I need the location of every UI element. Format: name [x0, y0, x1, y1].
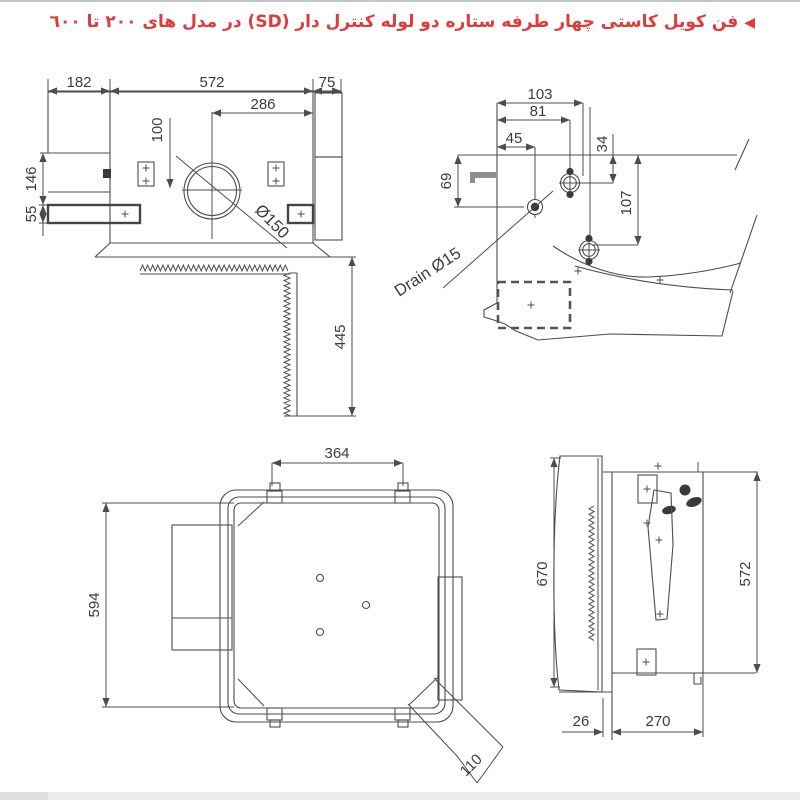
- drain-connection: [526, 198, 544, 216]
- pipe-stub-right: [286, 203, 315, 225]
- front-panel-profile: [553, 455, 603, 693]
- dim-110: 110: [457, 751, 486, 780]
- dim-69: 69: [438, 173, 455, 190]
- dim-594: 594: [86, 592, 103, 617]
- dim-103: 103: [527, 86, 552, 103]
- dim-45: 45: [506, 130, 523, 147]
- dim-duct-diameter: Ø150: [251, 201, 292, 242]
- dim-270: 270: [645, 713, 670, 730]
- page-title: ◀ فن کویل کاستی چهار طرفه ستاره دو لوله …: [40, 9, 755, 36]
- filter-outline-dashed: [496, 280, 572, 330]
- side-view-drawing: 670 572 26 270: [534, 455, 761, 740]
- bottom-view-drawing: 364 594 110: [86, 445, 504, 784]
- bottom-border-strip: [0, 792, 800, 800]
- dim-55: 55: [23, 206, 40, 223]
- dim-572: 572: [199, 74, 224, 91]
- drain-label: Drain Ø15: [391, 244, 464, 300]
- pipe-flange-upper: [559, 167, 581, 199]
- mount-bracket-upper: [637, 474, 658, 504]
- mount-box-right: [267, 161, 285, 187]
- dim-26: 26: [573, 713, 590, 730]
- mount-bracket-lower: [636, 648, 657, 676]
- pipe-cover-left: [171, 524, 233, 651]
- panel-outline: [219, 489, 454, 723]
- pipe-connection-detail-drawing: 103 81 45 34 69 107 Drain Ø15: [391, 86, 758, 341]
- dim-81: 81: [530, 103, 547, 120]
- dim-75: 75: [319, 74, 336, 91]
- dim-100: 100: [149, 117, 166, 142]
- dim-286: 286: [250, 96, 275, 113]
- dim-182: 182: [66, 74, 91, 91]
- dim-364: 364: [324, 445, 349, 462]
- grille-fins: [587, 505, 596, 641]
- coil-fins-horizontal: [139, 263, 289, 273]
- dim-445: 445: [332, 324, 349, 349]
- title-text: فن کویل کاستی چهار طرفه ستاره دو لوله کن…: [49, 12, 739, 32]
- coil-fins-vertical: [282, 272, 292, 417]
- dim-34: 34: [594, 136, 611, 153]
- dim-670: 670: [534, 561, 551, 586]
- drain-hose: [647, 489, 674, 621]
- panel-clip: [266, 482, 411, 728]
- title-arrow-icon: ◀: [744, 15, 755, 31]
- pipe-connections-side: [662, 484, 702, 515]
- pipe-flange-lower: [578, 234, 600, 266]
- dim-146: 146: [23, 166, 40, 191]
- hanger-bracket: [470, 172, 496, 183]
- top-border-strip: [0, 0, 800, 2]
- dim-107: 107: [618, 190, 635, 215]
- pipe-cover-right: [437, 576, 463, 701]
- dim-572-side: 572: [737, 561, 754, 586]
- mount-box-left: [137, 161, 155, 187]
- top-view-drawing: 182 572 75 286 100 146 55 Ø150: [23, 74, 356, 417]
- pipe-stub-left: [46, 203, 142, 225]
